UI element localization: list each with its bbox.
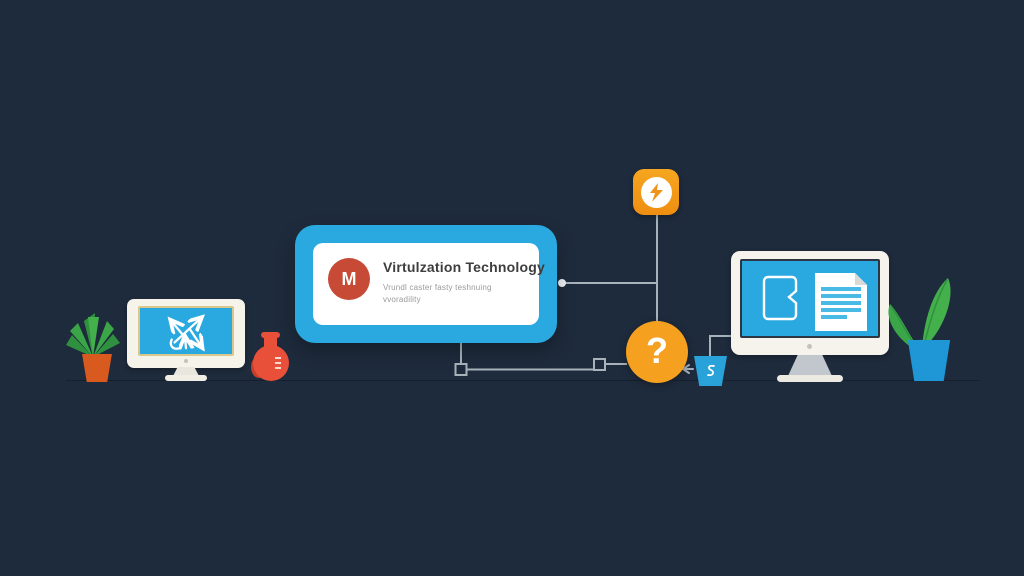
question-node: ? [626,321,688,383]
left-plant-pot [82,354,112,382]
card-subtitle-line1: Vrundl caster fasty teshnuing [383,283,492,292]
right-monitor-camera-dot [807,344,812,349]
right-monitor-stand [788,355,832,376]
connector-node-square-2 [593,358,606,371]
connector-dot [558,279,566,287]
card-title: Virtulzation Technology [383,259,545,275]
avatar-badge: M [328,258,370,300]
question-mark: ? [646,329,668,371]
left-monitor-base [165,375,207,381]
document-icon [815,273,867,331]
right-monitor [731,251,889,382]
expand-arrows-icon [157,310,215,352]
right-monitor-base [777,375,843,382]
lightning-icon [640,176,672,208]
flask-icon [251,332,289,381]
virtualization-card: M Virtulzation Technology Vrundl caster … [295,225,557,343]
right-plant-leaves [888,278,951,350]
ground-line [66,380,980,381]
right-monitor-screen [740,259,880,338]
card-inner: M Virtulzation Technology Vrundl caster … [313,243,545,325]
folder-icon [762,275,798,321]
card-subtitle: Vrundl caster fasty teshnuing vvoradilit… [383,282,524,307]
right-plant-pot [907,340,951,381]
left-monitor-screen [138,306,234,356]
card-subtitle-line2: vvoradility [383,295,421,305]
bucket-icon [694,356,727,386]
left-monitor-camera-dot [184,359,188,363]
lightning-node [633,169,679,215]
bucket-glyph [706,364,715,377]
left-plant-leaves [66,313,120,357]
left-monitor-stand [173,367,199,376]
left-monitor [127,299,245,383]
card-text: Virtulzation Technology Vrundl caster fa… [383,256,545,307]
connector-node-square-1 [454,363,468,376]
